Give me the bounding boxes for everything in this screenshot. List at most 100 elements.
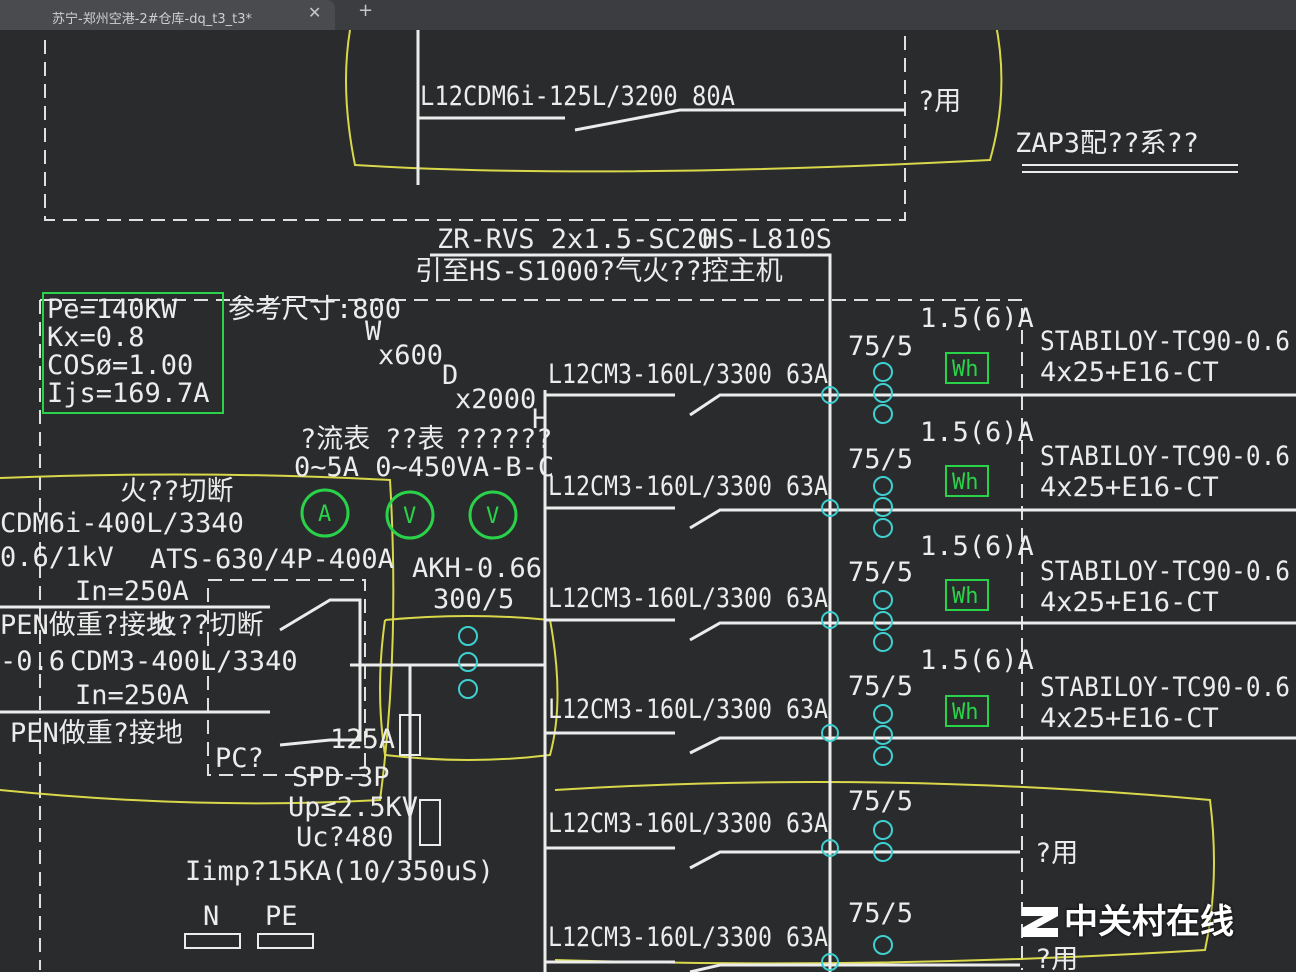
- spd-type: SPD-3P: [292, 762, 390, 793]
- pen-note-1: PEN做重?接地: [0, 610, 173, 641]
- ct-main-type: AKH-0.66: [412, 553, 542, 584]
- spd-iimp: Iimp?15KA(10/350uS): [185, 856, 494, 887]
- svg-text:L12CM3-160L/3300 63A: L12CM3-160L/3300 63A: [548, 694, 828, 725]
- incoming-breaker-1: CDM6i-400L/3340: [0, 508, 244, 539]
- ats-label: ATS-630/4P-400A: [150, 544, 394, 575]
- terminal-n: N: [203, 901, 219, 932]
- ammeter-icon: A: [318, 502, 331, 527]
- voltmeter-icon: V: [403, 504, 416, 529]
- in-rating-2: In=250A: [75, 680, 189, 711]
- branch-2: L12CM3-160L/3300 63A 75/5 1.5(6)A Wh STA…: [548, 417, 1290, 503]
- svg-text:1.5(6)A: 1.5(6)A: [920, 303, 1034, 334]
- fire-cut-2: 火??切断: [150, 610, 264, 641]
- pc-label: PC?: [215, 743, 264, 774]
- tab-title: 苏宁-郑州空港-2#仓库-dq_t3_t3*: [52, 12, 252, 27]
- svg-text:?用: ?用: [1035, 838, 1078, 869]
- revision-clouds: [0, 19, 1215, 965]
- svg-text:L12CM3-160L/3300 63A: L12CM3-160L/3300 63A: [548, 359, 828, 390]
- svg-text:1.5(6)A: 1.5(6)A: [920, 645, 1034, 676]
- fire-cut-1: 火??切断: [120, 476, 234, 507]
- load-ijs: Ijs=169.7A: [47, 378, 210, 409]
- bus-lines: [0, 30, 905, 972]
- fire-device: HS-L810S: [702, 224, 832, 255]
- svg-text:75/5: 75/5: [848, 671, 913, 702]
- svg-text:1.5(6)A: 1.5(6)A: [920, 417, 1034, 448]
- title-underline: [1022, 164, 1238, 173]
- new-tab-button[interactable]: +: [358, 0, 374, 21]
- terminal-block-n: [184, 933, 241, 949]
- load-pe: Pe=140KW: [47, 294, 178, 325]
- svg-text:1.5(6)A: 1.5(6)A: [920, 531, 1034, 562]
- zol-logo-icon: [1022, 907, 1058, 937]
- meter-label: ??????: [455, 424, 553, 455]
- svg-text:H: H: [532, 404, 548, 435]
- spd-up: Up≤2.5KV: [288, 792, 418, 823]
- terminal-block-pe: [257, 933, 314, 949]
- svg-text:4x25+E16-CT: 4x25+E16-CT: [1040, 357, 1219, 388]
- branch-6: L12CM3-160L/3300 63A 75/5 ?用: [548, 898, 1078, 972]
- svg-text:x2000: x2000: [455, 384, 536, 415]
- svg-text:75/5: 75/5: [848, 786, 913, 817]
- svg-text:Wh: Wh: [952, 470, 979, 495]
- branch-1: L12CM3-160L/3300 63A 75/5 1.5(6)A Wh STA…: [548, 303, 1290, 390]
- pen-note-2: PEN做重?接地: [10, 718, 183, 749]
- svg-text:75/5: 75/5: [848, 898, 913, 929]
- branch-4: L12CM3-160L/3300 63A 75/5 1.5(6)A Wh STA…: [548, 645, 1290, 734]
- spd-uc: Uc?480: [296, 822, 394, 853]
- watermark-text: 中关村在线: [1064, 902, 1234, 942]
- close-icon[interactable]: ✕: [308, 3, 322, 22]
- svg-text:W: W: [365, 316, 382, 347]
- load-kx: Kx=0.8: [47, 322, 145, 353]
- terminal-pe: PE: [265, 901, 298, 932]
- svg-text:75/5: 75/5: [848, 557, 913, 588]
- in-rating-1: In=250A: [75, 576, 189, 607]
- ct-main-ratio: 300/5: [433, 584, 514, 615]
- branch-lines: [545, 393, 1296, 972]
- voltmeter-icon: V: [486, 504, 499, 529]
- svg-text:75/5: 75/5: [848, 331, 913, 362]
- spd-fuse: 125A: [330, 724, 395, 755]
- branch-3: L12CM3-160L/3300 63A 75/5 1.5(6)A Wh STA…: [548, 531, 1290, 618]
- svg-text:4x25+E16-CT: 4x25+E16-CT: [1040, 472, 1219, 503]
- tab-bar: 苏宁-郑州空港-2#仓库-dq_t3_t3* ✕ +: [0, 0, 1296, 30]
- svg-text:4x25+E16-CT: 4x25+E16-CT: [1040, 703, 1219, 734]
- meter-label: ??表: [385, 424, 445, 455]
- svg-text:L12CM3-160L/3300 63A: L12CM3-160L/3300 63A: [548, 583, 828, 614]
- svg-text:L12CM3-160L/3300 63A: L12CM3-160L/3300 63A: [548, 922, 828, 953]
- incoming-breaker-2: CDM3-400L/3340: [70, 646, 298, 677]
- svg-text:L12CM3-160L/3300 63A: L12CM3-160L/3300 63A: [548, 471, 828, 502]
- svg-text:75/5: 75/5: [848, 444, 913, 475]
- voltage-label: 0.6/1kV: [0, 542, 114, 573]
- fuse-symbol: [399, 714, 421, 756]
- load-calc-box: [42, 292, 224, 414]
- reference-size: 参考尺寸:800 W x600 D x2000 H: [228, 294, 548, 435]
- load-cos: COSø=1.00: [47, 350, 193, 381]
- watermark: 中关村在线: [1022, 902, 1234, 942]
- meter-label: ?流表: [300, 424, 370, 455]
- svg-text:x600: x600: [378, 340, 443, 371]
- meter-ranges: 0~5A 0~450VA-B-C: [294, 452, 554, 483]
- prefix-2: -0.6: [0, 646, 65, 677]
- branch-5: L12CM3-160L/3300 63A 75/5 ?用: [548, 786, 1078, 869]
- svg-text:?用: ?用: [1035, 944, 1078, 972]
- svg-text:D: D: [442, 360, 458, 391]
- fire-cable: ZR-RVS 2x1.5-SC20: [437, 224, 713, 255]
- svg-text:L12CM3-160L/3300 63A: L12CM3-160L/3300 63A: [548, 808, 828, 839]
- svg-text:参考尺寸:800: 参考尺寸:800: [228, 294, 401, 325]
- enclosure-outlines: [39, 20, 1023, 970]
- ct-symbols: [458, 362, 893, 971]
- svg-text:STABILOY-TC90-0.6: STABILOY-TC90-0.6: [1040, 441, 1290, 472]
- drawing-title: ZAP3配??系??: [1015, 128, 1199, 159]
- svg-text:STABILOY-TC90-0.6: STABILOY-TC90-0.6: [1040, 556, 1290, 587]
- svg-text:STABILOY-TC90-0.6: STABILOY-TC90-0.6: [1040, 672, 1290, 703]
- fire-note: 引至HS-S1000?气火??控主机: [415, 256, 783, 287]
- tab-drawing[interactable]: 苏宁-郑州空港-2#仓库-dq_t3_t3* ✕: [0, 0, 335, 30]
- svg-text:STABILOY-TC90-0.6: STABILOY-TC90-0.6: [1040, 326, 1290, 357]
- top-spare: ?用: [918, 86, 961, 117]
- svg-text:4x25+E16-CT: 4x25+E16-CT: [1040, 587, 1219, 618]
- svg-text:Wh: Wh: [952, 700, 979, 725]
- meter-circles: [300, 488, 518, 540]
- svg-text:Wh: Wh: [952, 584, 979, 609]
